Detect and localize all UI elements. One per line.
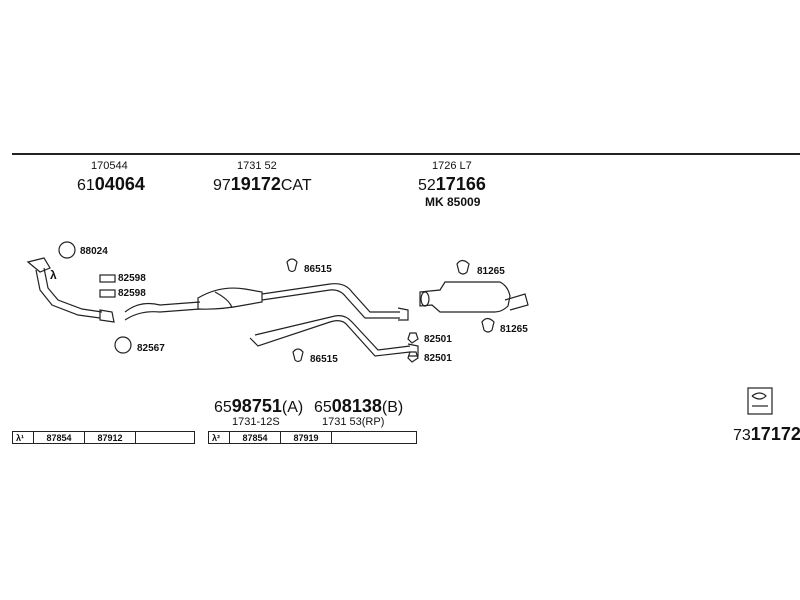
hanger-81265-b	[481, 317, 495, 333]
catalytic-converter	[197, 287, 263, 310]
clamp-82501-a	[407, 332, 419, 344]
top-divider	[12, 153, 800, 155]
header-partno-3: 5217166	[418, 174, 486, 194]
ring-82567	[114, 336, 132, 354]
lambda-label: λ	[50, 268, 57, 282]
hanger-81265-a	[456, 259, 470, 275]
hanger-86515-b	[292, 348, 304, 363]
label-82501-b: 82501	[424, 353, 452, 364]
kit-icon	[747, 387, 773, 415]
lambda-table-2-c3	[331, 431, 417, 444]
lambda-table-2-label: λ²	[208, 431, 230, 444]
header-sub-3: MK 85009	[425, 195, 481, 209]
downpipe-flange	[26, 257, 51, 273]
mid-pipe-upper	[261, 283, 400, 313]
label-81265-b: 81265	[500, 324, 528, 335]
lambda-table-1-c1: 87854	[33, 431, 85, 444]
header-ref-2: 1731 52	[237, 160, 277, 172]
hanger-86515-a	[286, 258, 298, 273]
header-ref-3: 1726 L7	[432, 160, 472, 172]
downpipe	[35, 269, 101, 319]
label-86515-b: 86515	[310, 354, 338, 365]
header-partno-1: 6104064	[77, 174, 145, 194]
label-88024: 88024	[80, 246, 108, 257]
rear-silencer	[419, 281, 511, 313]
lambda-table-1-label: λ¹	[12, 431, 34, 444]
lambda-table-1: λ¹ 87854 87912	[12, 431, 195, 444]
label-82598-a: 82598	[118, 273, 146, 284]
header-ref-1: 170544	[91, 160, 128, 172]
lambda-table-2-c1: 87854	[229, 431, 281, 444]
label-82598-b: 82598	[118, 288, 146, 299]
lambda-table-2: λ² 87854 87919	[208, 431, 417, 444]
mid-pipe-lower	[249, 320, 411, 357]
lambda-table-2-c2: 87919	[280, 431, 332, 444]
ring-88024	[58, 241, 76, 259]
label-81265-a: 81265	[477, 266, 505, 277]
gasket-82598-a	[99, 274, 116, 283]
lambda-table-1-c2: 87912	[84, 431, 136, 444]
label-82501-a: 82501	[424, 334, 452, 345]
bottom-partno-a: 6598751(A)	[214, 396, 304, 416]
clamp-82501-b	[407, 351, 419, 363]
front-pipe	[124, 301, 201, 313]
bottom-sub-a: 1731-12S	[232, 416, 280, 428]
gasket-82598-b	[99, 289, 116, 298]
label-86515-a: 86515	[304, 264, 332, 275]
label-82567: 82567	[137, 343, 165, 354]
bottom-partno-b: 6508138(B)	[314, 396, 404, 416]
lambda-table-1-c3	[135, 431, 195, 444]
bottom-sub-b: 1731 53(RP)	[322, 416, 385, 428]
kit-partno: 7317172	[733, 424, 800, 444]
header-partno-2: 9719172CAT	[213, 174, 312, 194]
